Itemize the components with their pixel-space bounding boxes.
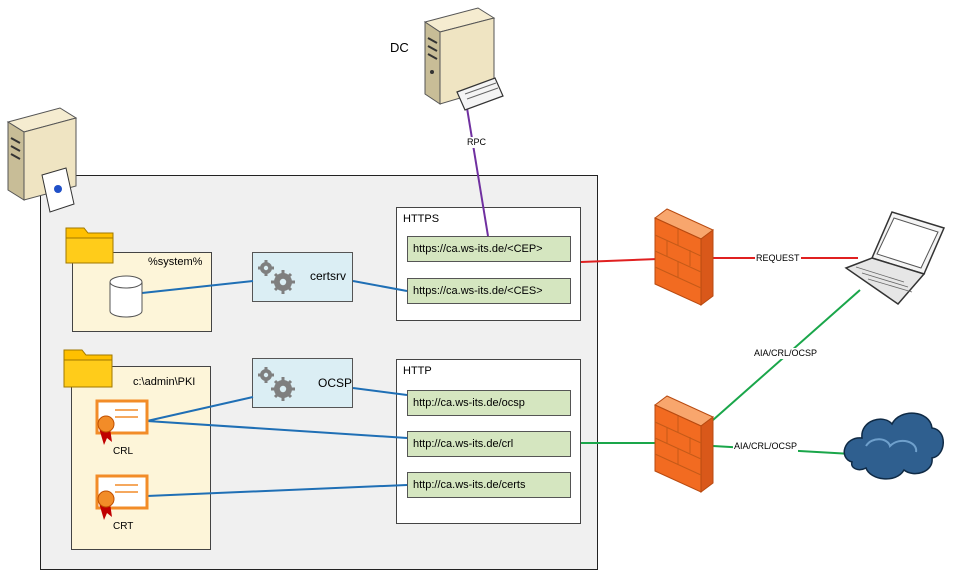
rpc-label: RPC (466, 137, 488, 148)
url-ocsp[interactable]: http://ca.ws-its.de/ocsp (407, 390, 571, 416)
link-certsrv-ces (352, 280, 408, 292)
database-icon (109, 275, 143, 318)
link-crl-ocsp (146, 396, 254, 422)
gears-icon (258, 260, 295, 294)
link-crt-url (146, 484, 408, 497)
crt-label: CRT (113, 521, 134, 532)
system-folder-label: %system% (148, 256, 203, 268)
aia-cloud-label: AIA/CRL/OCSP (733, 441, 799, 452)
network-adapter-icon (456, 77, 504, 111)
folder-icon (63, 349, 113, 388)
url-crl[interactable]: http://ca.ws-its.de/crl (407, 431, 571, 457)
url-cep[interactable]: https://ca.ws-its.de/<CEP> (407, 236, 571, 262)
https-group: HTTPS https://ca.ws-its.de/<CEP> https:/… (396, 207, 581, 321)
pki-folder-label: c:\admin\PKI (133, 376, 196, 388)
pki-folder-panel (71, 366, 211, 550)
gears-icon (258, 367, 295, 401)
firewall-icon[interactable] (654, 395, 714, 493)
folder-icon (65, 227, 114, 264)
certificate-icon[interactable] (95, 399, 149, 445)
https-title: HTTPS (403, 213, 440, 225)
firewall-icon[interactable] (654, 208, 714, 306)
link-rpc (466, 107, 489, 237)
http-title: HTTP (403, 365, 432, 377)
certsrv-service[interactable] (252, 252, 353, 302)
ocsp-service[interactable] (252, 358, 353, 408)
url-ces[interactable]: https://ca.ws-its.de/<CES> (407, 278, 571, 304)
dc-label: DC (390, 40, 409, 55)
link-ocsp-url (352, 387, 408, 396)
http-group: HTTP http://ca.ws-its.de/ocsp http://ca.… (396, 359, 581, 524)
request-label: REQUEST (755, 253, 801, 264)
certsrv-label: certsrv (310, 269, 346, 283)
laptop-icon[interactable] (844, 211, 946, 305)
server-with-certificate-icon[interactable] (6, 107, 78, 213)
link-crl-url (146, 420, 408, 439)
cloud-icon[interactable] (843, 412, 944, 480)
ocsp-label: OCSP (318, 376, 353, 390)
link-db-certsrv (141, 280, 254, 294)
certificate-icon[interactable] (95, 474, 149, 520)
url-certs[interactable]: http://ca.ws-its.de/certs (407, 472, 571, 498)
aia-laptop-label: AIA/CRL/OCSP (753, 348, 819, 359)
crl-label: CRL (113, 446, 134, 457)
server-icon[interactable] (423, 7, 496, 105)
